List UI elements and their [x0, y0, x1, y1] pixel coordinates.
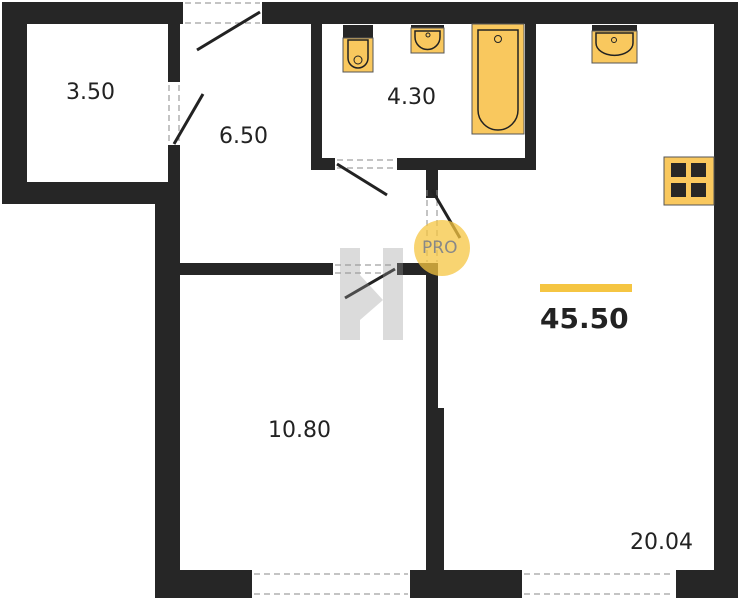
- total-area: 45.50: [540, 302, 629, 335]
- stove-icon: [663, 156, 715, 206]
- room-area-storage: 3.50: [66, 80, 115, 105]
- bathroom-sink-icon: [410, 25, 445, 54]
- bathtub-icon: [471, 23, 525, 135]
- room-area-bathroom: 4.30: [387, 85, 436, 110]
- total-area-bar: [540, 284, 632, 292]
- room-area-kitchen-living: 20.04: [630, 530, 693, 555]
- kitchen-sink-icon: [591, 25, 638, 64]
- watermark-circle: [414, 220, 470, 276]
- watermark-logo: [340, 248, 403, 340]
- room-area-hallway: 6.50: [219, 124, 268, 149]
- room-area-bedroom: 10.80: [268, 418, 331, 443]
- toilet-icon: [342, 25, 374, 73]
- watermark-text: PRO: [422, 238, 458, 258]
